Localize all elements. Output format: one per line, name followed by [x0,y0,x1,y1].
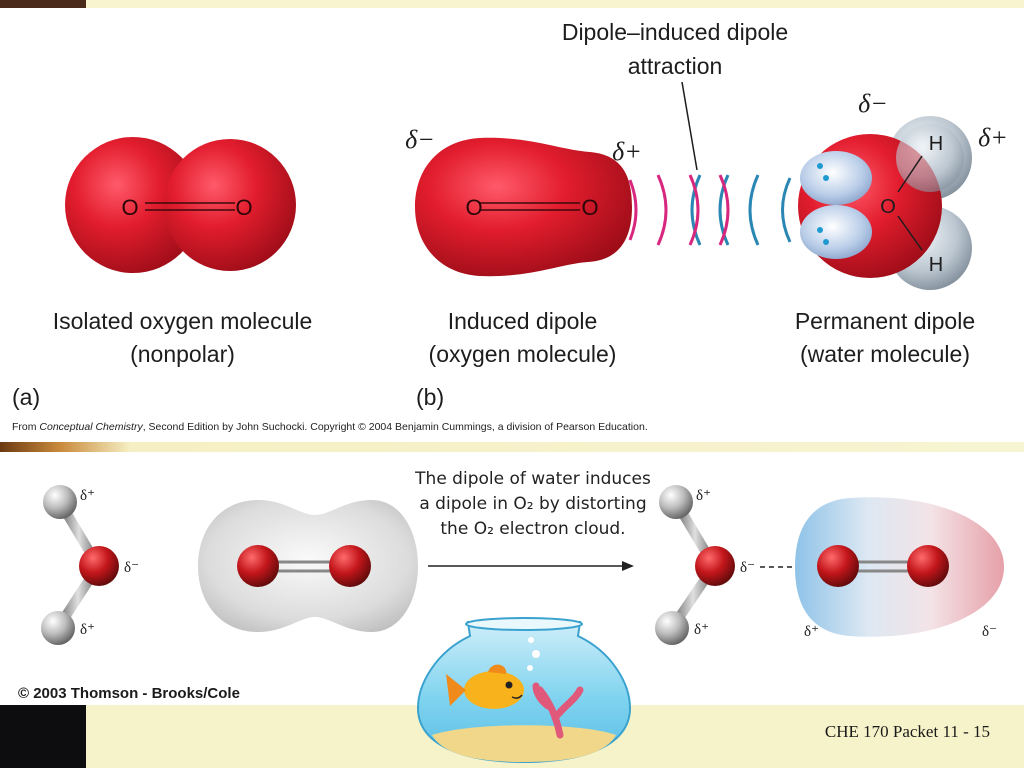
left-water-h-bottom-charge: δ⁺ [80,622,95,638]
isolated-atom-left: O [121,195,138,220]
title-line-1: Dipole–induced dipole [561,19,789,45]
top-left-dark-block [0,0,86,8]
water-molecule-bottom-right: δ⁺ δ⁻ δ⁺ [655,485,795,645]
cloud-right-charge: δ⁻ [982,624,997,640]
top-decorative-bar [0,0,1024,8]
induced-dipole-label: Induced dipole (oxygen molecule) [395,305,650,371]
water-atom-h-top: H [929,133,943,155]
isolated-oxygen-label: Isolated oxygen molecule (nonpolar) [10,305,355,371]
right-water-h-top-charge: δ⁺ [696,488,711,504]
induced-label-line-2: (oxygen molecule) [428,341,617,367]
panel-a-label: (a) [12,384,41,410]
isolated-atom-right: O [235,195,252,220]
panel-b-label: (b) [416,384,445,410]
caption-line-3: the O₂ electron cloud. [440,519,626,539]
water-charge-right: δ+ [978,123,1008,152]
water-molecule-top: O H H δ− δ+ [798,89,1008,290]
fishbowl-clipart [416,617,632,764]
distortion-arrow [428,561,634,571]
middle-decorative-bar [0,442,1024,452]
title-line-2: attraction [627,53,723,79]
attraction-arcs [628,174,792,246]
top-figure-credit: From Conceptual Chemistry, Second Editio… [12,421,648,433]
o2-electron-cloud-nonpolar [198,500,418,632]
right-water-h-bottom-charge: δ⁺ [694,622,709,638]
isolated-oxygen-molecule: O O [65,137,296,273]
dipole-induced-dipole-title: Dipole–induced dipole attraction [500,15,850,83]
right-water-o-charge: δ⁻ [740,560,755,576]
permanent-dipole-label: Permanent dipole (water molecule) [760,305,1010,371]
credit-book-title: Conceptual Chemistry [39,421,143,433]
caption-line-1: The dipole of water induces [415,469,651,489]
permanent-label-line-1: Permanent dipole [794,308,976,334]
o2-electron-cloud-polarized: δ⁺ δ⁻ [795,497,1004,640]
induced-dipole-oxygen: O O δ− δ+ [405,125,642,277]
slide-footer-label: CHE 170 Packet 11 - 15 [824,722,990,741]
credit-prefix: From [12,421,40,433]
isolated-label-line-2: (nonpolar) [130,341,235,367]
water-charge-top: δ− [858,89,888,118]
title-pointer-line [681,81,698,171]
induced-atom-right: O [581,195,598,220]
bottom-figure-credit: © 2003 Thomson - Brooks/Cole [18,685,240,702]
water-atom-h-bottom: H [929,254,943,276]
permanent-label-line-2: (water molecule) [800,341,970,367]
induced-charge-left: δ− [405,125,435,154]
caption-line-2: a dipole in O₂ by distorting [419,494,647,514]
isolated-label-line-1: Isolated oxygen molecule [52,308,313,334]
induced-atom-left: O [465,195,482,220]
induced-label-line-1: Induced dipole [447,308,598,334]
induced-charge-right: δ+ [612,137,642,166]
cloud-left-charge: δ⁺ [804,624,819,640]
credit-rest: , Second Edition by John Suchocki. Copyr… [142,421,648,433]
water-atom-o: O [880,196,896,218]
distortion-caption: The dipole of water induces a dipole in … [398,467,668,542]
water-molecule-bottom-left: δ⁺ δ⁻ δ⁺ [41,485,139,645]
bottom-left-dark-block [0,705,86,768]
left-water-h-top-charge: δ⁺ [80,488,95,504]
left-water-o-charge: δ⁻ [124,560,139,576]
